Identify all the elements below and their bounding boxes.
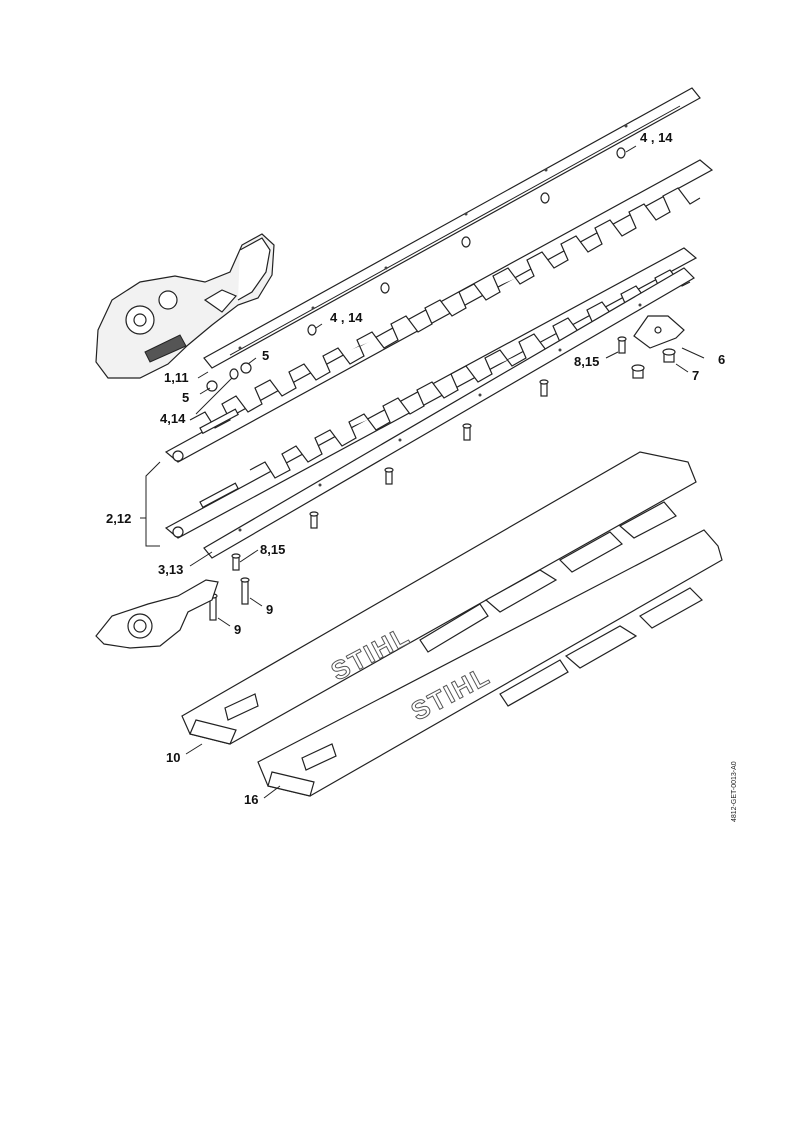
leader-lines: [140, 145, 705, 799]
callout-9-b: 9: [234, 622, 241, 637]
callout-8-15-left: 8,15: [260, 542, 285, 557]
callout-6: 6: [718, 352, 725, 367]
callout-4-14-mid: 4 , 14: [330, 310, 363, 325]
callout-1-11: 1,11: [164, 370, 189, 385]
callout-2-12: 2,12: [106, 511, 131, 526]
callout-4-14-low: 4,14: [160, 411, 186, 426]
callout-8-15-right: 8,15: [574, 354, 599, 369]
screws: [208, 336, 676, 621]
callout-3-13: 3,13: [158, 562, 183, 577]
callout-4-14-top: 4 , 14: [640, 130, 673, 145]
callout-5-a: 5: [262, 348, 269, 363]
gear-plate: [95, 579, 219, 649]
guide-plate: [203, 267, 695, 559]
callout-10: 10: [166, 750, 180, 765]
protector-plate: [633, 315, 685, 349]
callout-16: 16: [244, 792, 258, 807]
drawing-reference-code: 4812-GET-0013-A0: [731, 761, 738, 822]
callout-9-a: 9: [266, 602, 273, 617]
blade-guard-16: STIHL: [257, 529, 723, 797]
callout-5-b: 5: [182, 390, 189, 405]
guide-bar: [203, 87, 701, 369]
upper-blade: [164, 159, 714, 463]
gear-housing: [95, 233, 275, 379]
callout-7: 7: [692, 368, 699, 383]
